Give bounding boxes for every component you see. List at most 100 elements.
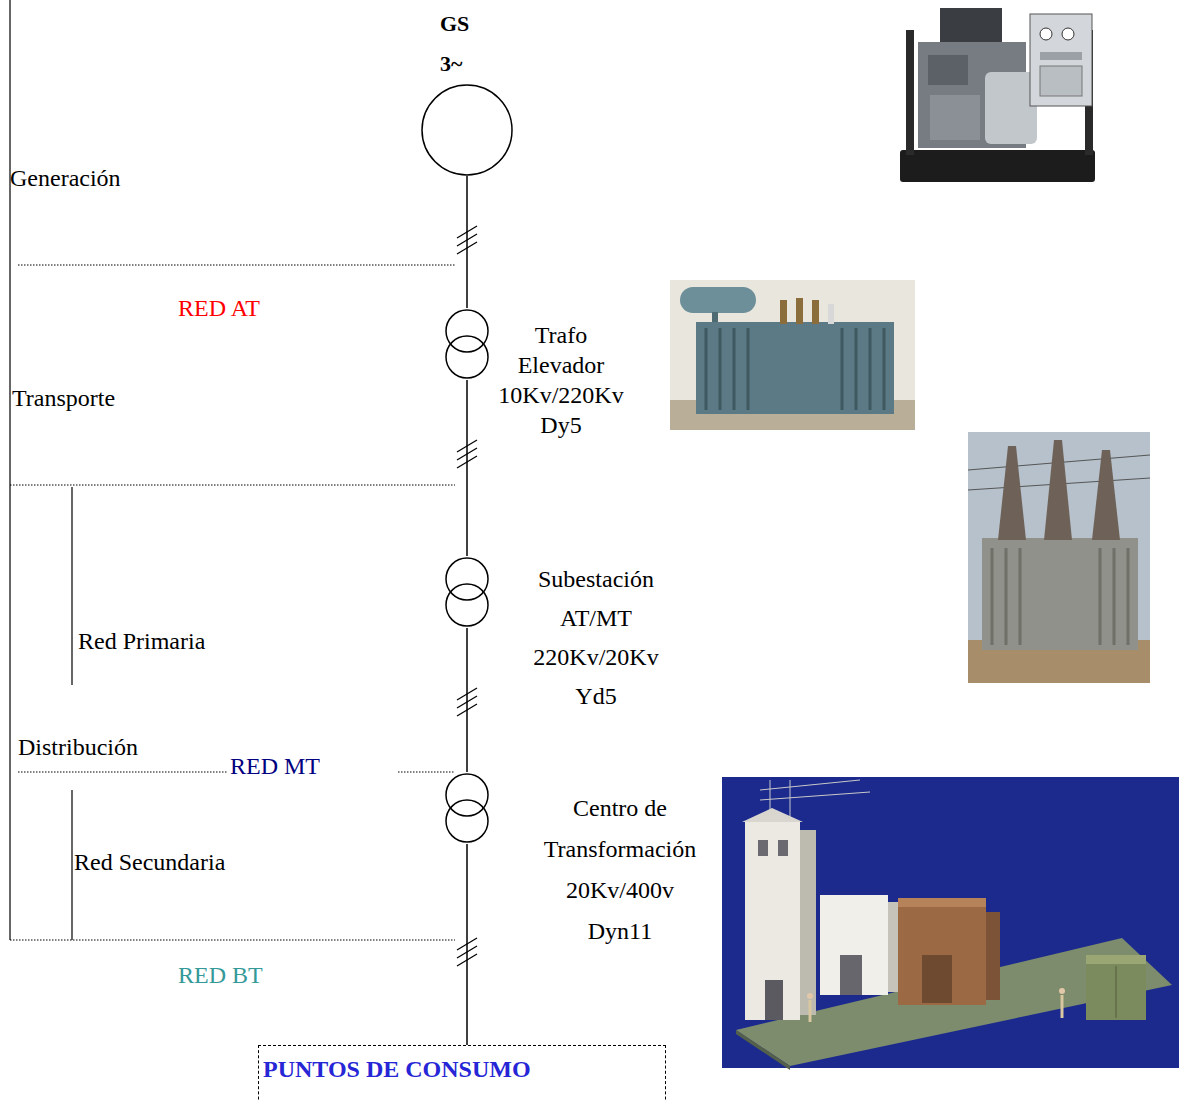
transformation-center-illustration [1061, 995, 1064, 1018]
transformer-illustration [828, 304, 834, 324]
transformation-center-illustration [760, 780, 860, 790]
generator-circle [422, 85, 512, 175]
node-text: 10Kv/220Kv [493, 380, 629, 410]
transformer-illustration [796, 298, 803, 324]
transformation-center-illustration [820, 895, 888, 995]
transformation-center-illustration [790, 780, 791, 822]
power-line [466, 176, 468, 308]
node-caption: Trafo Elevador10Kv/220KvDy5 [493, 320, 629, 440]
section-label: Transporte [12, 384, 115, 412]
transformer-illustration [883, 328, 886, 410]
substation-illustration [968, 432, 1150, 683]
section-label: Red Secundaria [74, 848, 225, 876]
transformation-center-illustration [810, 995, 1062, 1022]
substation-illustration [991, 548, 994, 645]
transformation-center-illustration [888, 902, 898, 992]
transformer-symbol: Centro de Transformación20Kv/400vDyn11 [444, 772, 490, 844]
section-label: Generación [10, 164, 121, 192]
consumer-box: PUNTOS DE CONSUMO [258, 1045, 666, 1101]
transformation-center-illustration [986, 912, 1000, 1000]
transformer-illustration [670, 280, 915, 430]
transformer-illustration [855, 328, 858, 410]
transformer-illustration [696, 322, 894, 414]
substation-illustration [1127, 548, 1130, 645]
generator-illustration [1040, 28, 1052, 40]
generator-illustration [900, 150, 1095, 182]
node-text: Yd5 [520, 677, 672, 716]
transformation-center-illustration [1059, 988, 1065, 994]
transformation-center-illustration [745, 822, 800, 1020]
transformer-coil [446, 336, 488, 378]
transformer-illustration [747, 328, 750, 410]
node-caption: GS 3~ [440, 4, 484, 84]
transformation-center-illustration [765, 980, 783, 1020]
transformation-center-illustration [778, 840, 788, 856]
generator-illustration [1030, 14, 1092, 106]
transformer-coil [446, 584, 488, 626]
node-text: Centro de Transformación [532, 788, 708, 870]
node-text: PUNTOS DE CONSUMO [263, 1054, 531, 1084]
transformer-coil [446, 558, 488, 600]
power-line [466, 628, 468, 772]
section-bracket [9, 0, 10, 940]
transformer-illustration [733, 328, 736, 410]
generator-illustration [1062, 28, 1074, 40]
generator-illustration [1040, 66, 1082, 96]
node-text: 220Kv/20Kv [520, 638, 672, 677]
transformation-center-illustration [800, 830, 816, 1015]
substation-illustration [1044, 440, 1072, 540]
substation-illustration [968, 432, 1150, 683]
network-label: RED BT [178, 961, 263, 989]
transformation-center-illustration [758, 840, 768, 856]
transformer-illustration [841, 328, 844, 410]
section-label: Distribución [18, 733, 138, 761]
section-bracket [10, 0, 455, 940]
transformation-center-illustration [1086, 955, 1146, 964]
transformer-illustration [780, 300, 787, 324]
node-caption: Centro de Transformación20Kv/400vDyn11 [532, 788, 708, 952]
transformer-coils [444, 308, 490, 380]
transformer-symbol: Trafo Elevador10Kv/220KvDy5 [444, 308, 490, 380]
substation-illustration [1019, 548, 1022, 645]
transformer-illustration [680, 287, 756, 313]
transformation-center-illustration [898, 905, 986, 1005]
generator-symbol: GS 3~ [421, 84, 513, 176]
generator-illustration [928, 55, 968, 85]
section-bracket [10, 940, 455, 941]
transformer-illustration [719, 328, 722, 410]
node-text: Dyn11 [532, 911, 708, 952]
transformation-center-illustration [807, 993, 813, 999]
network-label: RED AT [178, 294, 260, 322]
section-label: Red Primaria [78, 627, 205, 655]
network-label: RED MT [230, 752, 320, 780]
power-line [466, 380, 468, 556]
section-bracket [10, 485, 455, 486]
transformation-center-illustration [1086, 962, 1146, 1020]
transformation-center-illustration [722, 777, 1179, 1068]
transformer-illustration [706, 328, 884, 410]
substation-illustration [998, 446, 1026, 540]
node-caption: PUNTOS DE CONSUMO [259, 1046, 535, 1084]
generator-illustration [1040, 52, 1082, 60]
transformer-coils [444, 772, 490, 844]
transformation-center-illustration [809, 1000, 812, 1022]
transformer-illustration [705, 328, 708, 410]
generator-circle [421, 84, 513, 176]
substation-illustration [1005, 548, 1008, 645]
transformation-center-illustration [760, 792, 870, 800]
transformer-coil [446, 774, 488, 816]
node-text: Trafo Elevador [493, 320, 629, 380]
transformer-illustration [670, 280, 915, 430]
substation-illustration [1099, 548, 1102, 645]
node-text: GS 3~ [440, 4, 484, 84]
generator-illustration [930, 95, 980, 140]
substation-illustration [982, 538, 1138, 650]
transformer-coils [444, 556, 490, 628]
node-caption: Subestación AT/MT220Kv/20KvYd5 [520, 560, 672, 716]
power-line [466, 844, 468, 1045]
section-bracket [398, 772, 455, 773]
generator-illustration [906, 30, 914, 155]
substation-illustration [1113, 548, 1116, 645]
substation-illustration [992, 548, 1128, 645]
